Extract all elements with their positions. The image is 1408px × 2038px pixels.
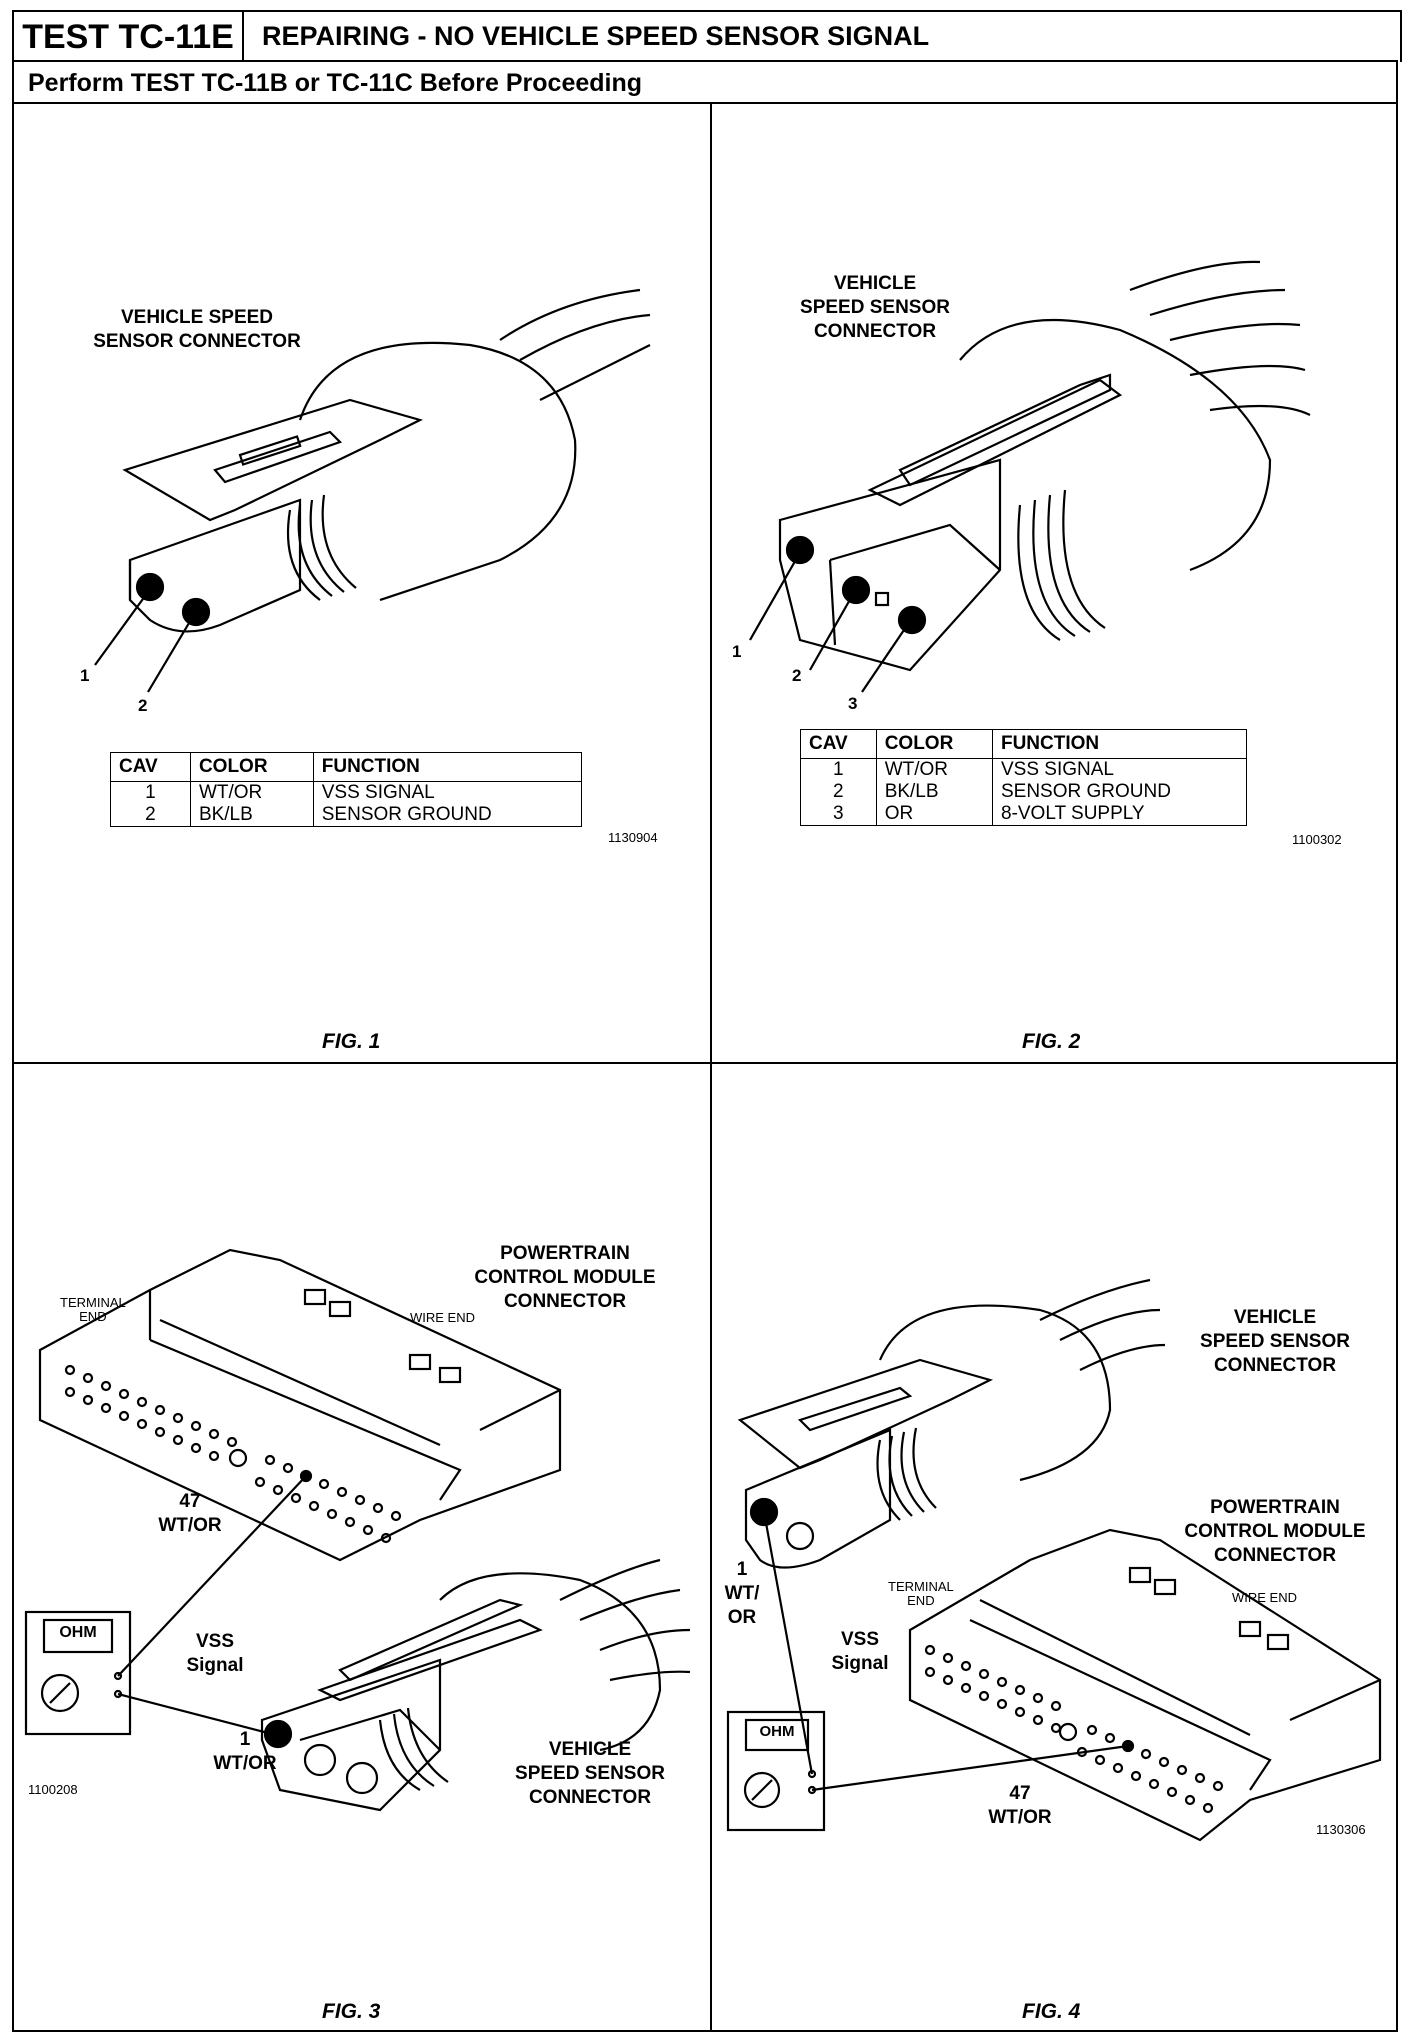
fig1-caption: FIG. 1 [322, 1030, 381, 1053]
fig4-wire-end: WIRE END [1232, 1590, 1297, 1605]
fig2-pin-3-label: 3 [848, 694, 858, 713]
fig2-code: 1100302 [1292, 832, 1342, 847]
fig4-code: 1130306 [1316, 1822, 1366, 1837]
subheader: Perform TEST TC-11B or TC-11C Before Pro… [12, 60, 1398, 102]
fig3-wire-end: WIRE END [410, 1310, 475, 1325]
divider-horizontal [12, 1062, 1398, 1064]
fig4-ohm-display: OHM [759, 1723, 795, 1740]
fig3-vss-connector-label: VEHICLE SPEED SENSOR CONNECTOR [515, 1739, 665, 1808]
fig1-code: 1130904 [608, 830, 658, 845]
test-title: REPAIRING - NO VEHICLE SPEED SENSOR SIGN… [262, 21, 930, 51]
fig3-terminal-end: TERMINAL END [60, 1295, 126, 1324]
fig3-pin-dots [64, 1364, 402, 1544]
fig3-ohm-display: OHM [59, 1624, 97, 1641]
fig1-connector-label: VEHICLE SPEED SENSOR CONNECTOR [93, 307, 301, 352]
fig3-pcm-label: POWERTRAIN CONTROL MODULE CONNECTOR [474, 1243, 656, 1312]
divider-vertical [710, 102, 712, 2032]
fig1-header-color: COLOR [189, 752, 314, 782]
figure-grid [12, 102, 1398, 2032]
fig3-pin47-label: 47 WT/OR [158, 1491, 222, 1536]
fig3-pin1-label: 1 WT/OR [213, 1729, 277, 1774]
test-header: TEST TC-11E REPAIRING - NO VEHICLE SPEED… [12, 10, 1402, 62]
fig2-header-cav: CAV [800, 729, 877, 759]
fig2-header-color: COLOR [875, 729, 993, 759]
fig1-pin-1-label: 1 [80, 666, 90, 685]
fig3-caption: FIG. 3 [322, 2000, 381, 2023]
fig2-connector-label: VEHICLE SPEED SENSOR CONNECTOR [800, 273, 950, 342]
fig4-caption: FIG. 4 [1022, 2000, 1081, 2023]
fig4-pin1-label: 1 WT/ OR [724, 1559, 760, 1628]
fig1-pin-2-label: 2 [138, 696, 148, 715]
fig4-terminal-end: TERMINAL END [888, 1579, 954, 1608]
test-id: TEST TC-11E [14, 12, 244, 62]
fig4-pin47-label: 47 WT/OR [988, 1783, 1052, 1828]
fig2-pin-2-label: 2 [792, 666, 802, 685]
fig3-vss-signal: VSS Signal [186, 1631, 244, 1676]
fig4-pcm-label: POWERTRAIN CONTROL MODULE CONNECTOR [1184, 1497, 1366, 1566]
fig1-header-function: FUNCTION [312, 752, 583, 782]
fig2-caption: FIG. 2 [1022, 1030, 1081, 1053]
fig2-header-function: FUNCTION [991, 729, 1248, 759]
fig2-pin-1-label: 1 [732, 642, 742, 661]
fig4-vss-connector-label: VEHICLE SPEED SENSOR CONNECTOR [1200, 1307, 1350, 1376]
fig1-header-cav: CAV [110, 752, 191, 782]
fig4-vss-signal: VSS Signal [831, 1629, 889, 1674]
fig3-code: 1100208 [28, 1782, 78, 1797]
